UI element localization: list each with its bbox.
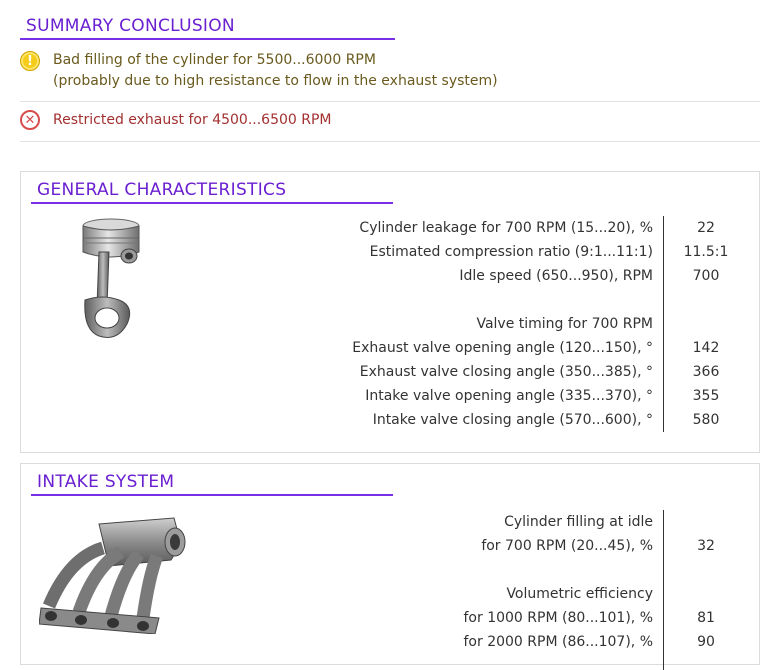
spec-row	[21, 558, 759, 582]
spec-label: Intake valve closing angle (570...600), …	[372, 412, 653, 428]
spec-row: for 1000 RPM (80...101), % 81	[21, 606, 759, 630]
spec-row: for 700 RPM (20...45), % 32	[21, 534, 759, 558]
general-heading: GENERAL CHARACTERISTICS	[31, 180, 393, 204]
divider	[20, 101, 760, 102]
error-alert: ✕ Restricted exhaust for 4500...6500 RPM	[20, 110, 760, 132]
spec-row: Exhaust valve closing angle (350...385),…	[21, 360, 759, 384]
spec-label: for 700 RPM (20...45), %	[481, 538, 653, 554]
spec-value: 580	[692, 412, 720, 428]
spec-label: Volumetric efficiency	[506, 586, 653, 602]
spec-label: Cylinder filling at idle	[504, 514, 653, 530]
warning-line-1: Bad filling of the cylinder for 5500...6…	[53, 52, 376, 68]
intake-system-panel: INTAKE SYSTEM Cylinder filling at idle fo…	[20, 463, 760, 670]
summary-heading: SUMMARY CONCLUSION	[20, 16, 395, 40]
spec-value: 90	[697, 634, 715, 650]
warning-alert: ! Bad filling of the cylinder for 5500..…	[20, 50, 760, 94]
spec-label: for 2000 RPM (86...107), %	[463, 634, 654, 650]
piston-connecting-rod-image	[82, 218, 140, 338]
spec-label: Intake valve opening angle (335...370), …	[365, 388, 653, 404]
divider	[20, 141, 760, 142]
spec-label: Estimated compression ratio (9:1...11:1)	[369, 244, 653, 260]
intake-heading: INTAKE SYSTEM	[31, 472, 393, 496]
spec-row: Valve timing for 700 RPM	[21, 312, 759, 336]
spec-row: Idle speed (650...950), RPM 700	[21, 264, 759, 288]
spec-value: 11.5:1	[683, 244, 729, 260]
spec-value: 355	[692, 388, 720, 404]
spec-label: Exhaust valve opening angle (120...150),…	[352, 340, 653, 356]
spec-row: Cylinder filling at idle	[21, 510, 759, 534]
spec-label: Cylinder leakage for 700 RPM (15...20), …	[359, 220, 653, 236]
spec-label: Exhaust valve closing angle (350...385),…	[359, 364, 653, 380]
spec-row: Intake valve closing angle (570...600), …	[21, 408, 759, 432]
error-line-1: Restricted exhaust for 4500...6500 RPM	[53, 112, 332, 128]
value-divider	[663, 216, 664, 432]
spec-row: Volumetric efficiency	[21, 582, 759, 606]
spec-value: 366	[692, 364, 720, 380]
spec-label: Valve timing for 700 RPM	[476, 316, 653, 332]
spec-row: Exhaust valve opening angle (120...150),…	[21, 336, 759, 360]
spec-row: Intake valve opening angle (335...370), …	[21, 384, 759, 408]
spec-value: 81	[697, 610, 715, 626]
general-characteristics-panel: GENERAL CHARACTERISTICS Cylinder leakage…	[20, 171, 760, 453]
spec-value: 142	[692, 340, 720, 356]
spec-row	[21, 288, 759, 312]
intake-manifold-image	[39, 517, 186, 634]
warning-line-2: (probably due to high resistance to flow…	[53, 73, 498, 89]
spec-value: 22	[697, 220, 715, 236]
spec-row: Cylinder leakage for 700 RPM (15...20), …	[21, 216, 759, 240]
spec-row: for 2000 RPM (86...107), % 90	[21, 630, 759, 654]
spec-value: 700	[692, 268, 720, 284]
spec-label: for 1000 RPM (80...101), %	[463, 610, 654, 626]
warning-icon: !	[20, 51, 40, 71]
spec-row: Estimated compression ratio (9:1...11:1)…	[21, 240, 759, 264]
value-divider	[663, 510, 664, 670]
spec-value: 32	[697, 538, 715, 554]
error-x-icon: ✕	[20, 110, 40, 130]
spec-label: Idle speed (650...950), RPM	[459, 268, 653, 284]
